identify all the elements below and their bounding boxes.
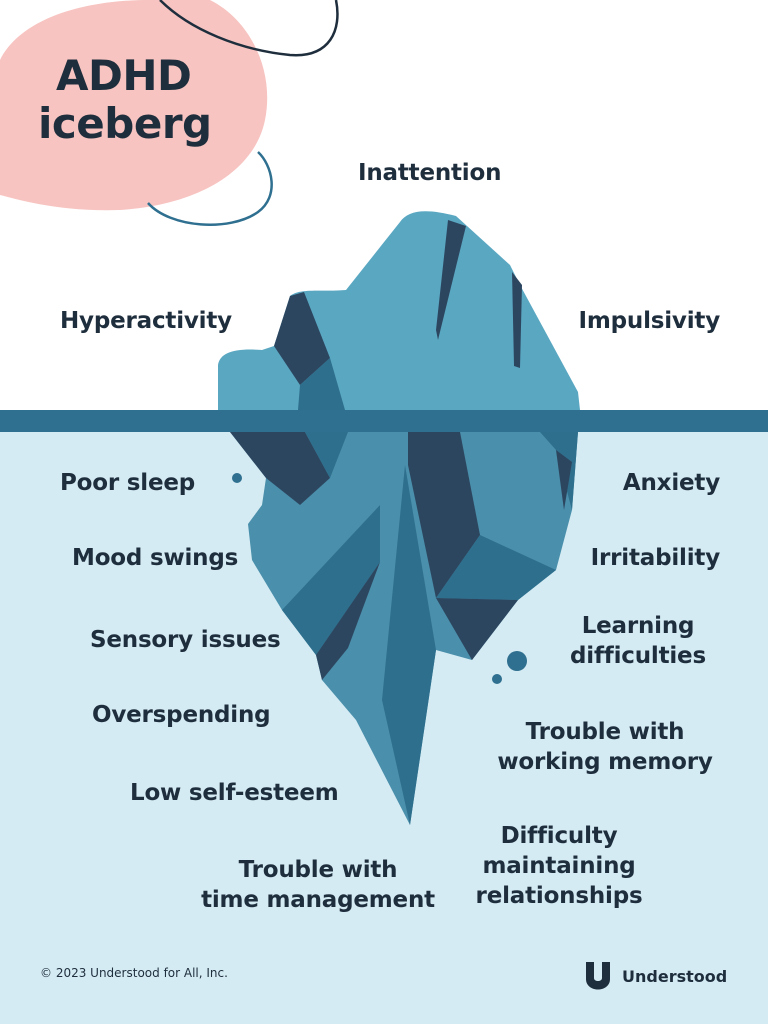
iceberg-base-facet-b — [282, 505, 380, 655]
iceberg-base-facet-a — [305, 432, 348, 478]
bubble-small-right — [492, 674, 502, 684]
title-line-1: ADHD — [56, 51, 192, 100]
iceberg-base-dark-edge — [556, 450, 572, 510]
title-blob — [0, 0, 268, 211]
label-inattention: Inattention — [358, 160, 502, 186]
brand-logo: Understood — [582, 960, 727, 992]
bubble-small-left — [232, 473, 242, 483]
brand-name: Understood — [622, 966, 728, 986]
waterline — [0, 410, 768, 432]
label-hyperactivity: Hyperactivity — [60, 308, 232, 334]
label-learning-line-2: difficulties — [570, 643, 706, 669]
label-working-memory-line-2: working memory — [497, 749, 713, 775]
label-time-management: Trouble with time management — [196, 855, 440, 915]
iceberg-base-dark-center — [408, 432, 480, 598]
label-sensory-issues: Sensory issues — [90, 627, 281, 653]
title-line-2: iceberg — [38, 99, 212, 148]
label-relationships: Difficulty maintaining relationships — [468, 821, 650, 911]
iceberg-base-facet-edge — [540, 432, 578, 510]
copyright-text: © 2023 Understood for All, Inc. — [40, 966, 228, 980]
iceberg-base-dark-right — [436, 598, 518, 660]
label-anxiety: Anxiety — [622, 470, 720, 496]
label-time-management-line-2: time management — [201, 887, 435, 913]
label-poor-sleep: Poor sleep — [60, 470, 196, 496]
label-impulsivity: Impulsivity — [578, 308, 721, 334]
label-relationships-line-2: maintaining — [482, 853, 636, 879]
label-overspending: Overspending — [92, 702, 271, 728]
label-learning-difficulties: Learning difficulties — [558, 611, 718, 671]
iceberg-tip-crack-1 — [436, 220, 466, 340]
label-relationships-line-3: relationships — [475, 883, 643, 909]
label-relationships-line-1: Difficulty — [500, 823, 618, 849]
page-title: ADHD iceberg — [38, 52, 212, 148]
label-mood-swings: Mood swings — [72, 545, 239, 571]
label-working-memory: Trouble with working memory — [494, 717, 716, 777]
iceberg-tip-crack-2 — [512, 272, 522, 368]
bubble-large-right — [507, 651, 527, 671]
iceberg-tip — [218, 211, 580, 410]
iceberg-base-dark-b — [316, 562, 380, 680]
decorative-line-top — [159, 0, 339, 57]
iceberg-base-facet-right — [436, 535, 556, 600]
label-working-memory-line-1: Trouble with — [525, 719, 685, 745]
label-learning-line-1: Learning — [581, 613, 695, 639]
iceberg-tip-facet — [298, 358, 345, 410]
understood-u-logo-icon — [586, 962, 610, 990]
iceberg-base-keel — [382, 465, 436, 825]
label-irritability: Irritability — [590, 545, 721, 571]
iceberg-base-dark-left — [230, 432, 330, 505]
label-time-management-line-1: Trouble with — [238, 857, 398, 883]
iceberg-tip-shadow-left — [274, 292, 330, 385]
decorative-line-blue — [147, 151, 273, 226]
label-low-self-esteem: Low self-esteem — [130, 780, 339, 806]
